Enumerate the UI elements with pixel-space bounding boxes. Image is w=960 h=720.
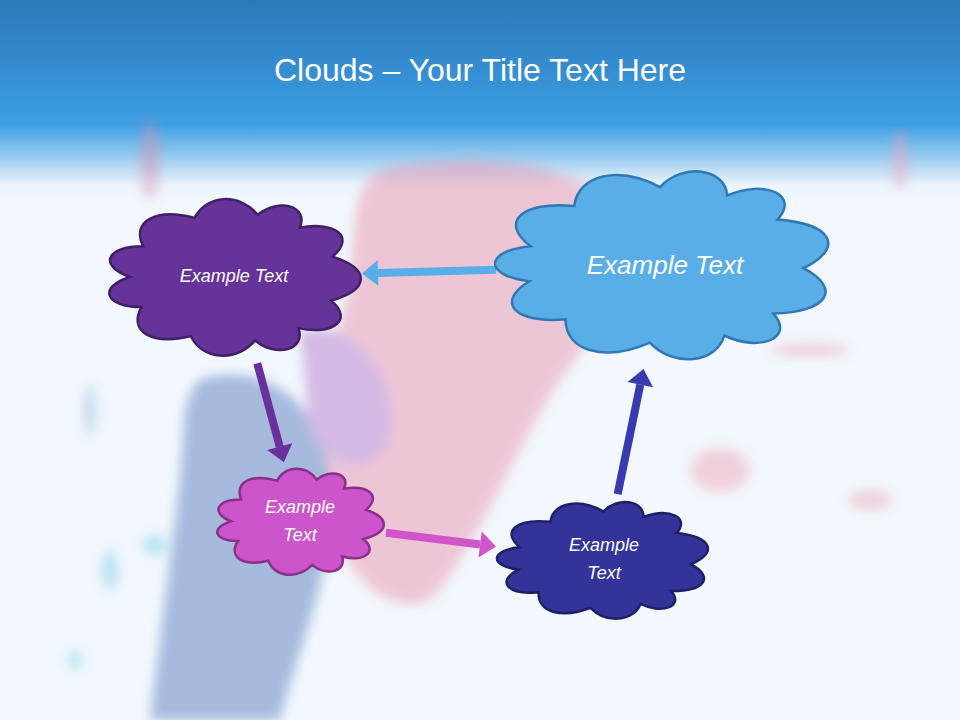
arrow-shaft [257,363,279,446]
cloud-path [217,469,384,575]
arrow-shaft [618,385,641,494]
text-wrap: Example Text [255,494,345,550]
flow-arrow [386,532,496,558]
flow-arrow [362,260,496,286]
cloud-label: Example Text [559,532,649,588]
text-wrap: Example Text [587,245,744,285]
arrow-shaft [378,270,496,273]
cloud-shape: Example Text [218,466,382,578]
arrow-head [362,260,378,286]
flow-arrow [257,363,292,462]
arrow-head [479,532,496,558]
cloud-path [109,199,360,356]
cloud-outline [500,498,708,622]
arrow-head [628,369,653,387]
cloud-path [495,171,828,359]
text-wrap: Example Text [559,532,649,588]
arrow-shaft [386,533,480,545]
cloud-label: Example Text [587,245,744,285]
slide-title: Clouds – Your Title Text Here [0,52,960,89]
cloud-outline [218,466,382,578]
cloud-path [497,502,708,619]
flow-arrow [618,369,653,494]
cloud-label: Example Text [180,263,288,291]
cloud-shape: Example Text [500,498,708,622]
cloud-shape: Example Text [500,165,830,365]
cloud-label: Example Text [255,494,345,550]
arrow-head [267,443,292,462]
text-wrap: Example Text [180,263,288,291]
cloud-shape: Example Text [110,195,358,360]
